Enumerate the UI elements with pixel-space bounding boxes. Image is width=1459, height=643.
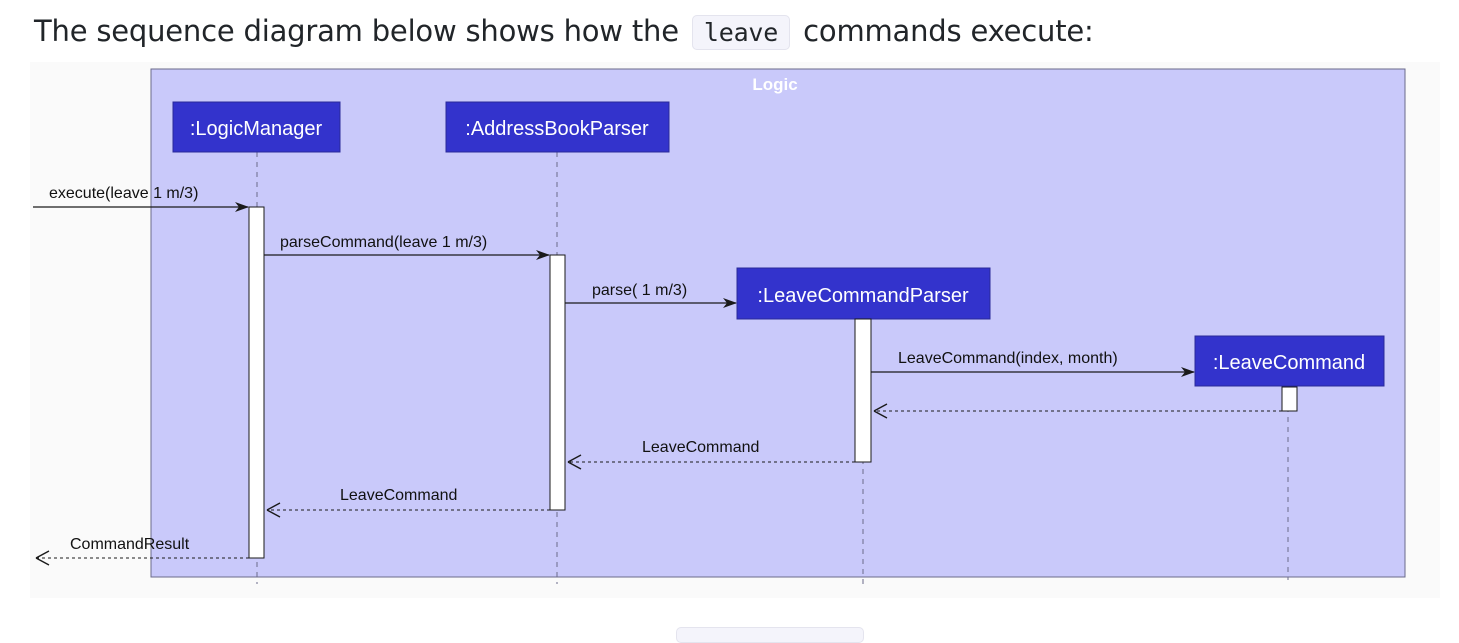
participant-leave-command-label: :LeaveCommand: [1213, 352, 1365, 374]
sequence-diagram: Logic :LogicManager :AddressBookParser :…: [30, 62, 1440, 598]
intro-text: The sequence diagram below shows how the…: [34, 14, 1094, 50]
sequence-diagram-svg: Logic :LogicManager :AddressBookParser :…: [33, 68, 1406, 586]
cropped-inline-code: [676, 627, 864, 643]
logic-frame: [150, 68, 1406, 578]
activation-address-book-parser: [549, 254, 566, 511]
message-command-result-label: CommandResult: [70, 536, 190, 553]
message-return-leave-command-1: LeaveCommand: [567, 439, 855, 470]
participant-leave-command-parser: :LeaveCommandParser: [736, 267, 991, 320]
message-return-leave-command-2-label: LeaveCommand: [340, 487, 457, 504]
message-parse-command: parseCommand(leave 1 m/3): [264, 234, 550, 260]
participant-address-book-parser: :AddressBookParser: [445, 101, 670, 153]
activation-logic-manager: [248, 206, 265, 559]
intro-after: commands execute:: [803, 14, 1094, 48]
message-leave-command-ctor-label: LeaveCommand(index, month): [898, 350, 1118, 367]
intro-before: The sequence diagram below shows how the: [34, 14, 679, 48]
message-parse: parse( 1 m/3): [565, 282, 737, 308]
message-execute-label: execute(leave 1 m/3): [49, 185, 198, 202]
activation-leave-command: [1281, 386, 1298, 412]
activation-leave-command-parser: [854, 318, 872, 463]
participant-leave-command: :LeaveCommand: [1194, 335, 1385, 387]
message-return-to-parser: [873, 403, 1282, 419]
message-return-leave-command-1-label: LeaveCommand: [642, 439, 759, 456]
message-parse-label: parse( 1 m/3): [592, 282, 687, 299]
frame-title: Logic: [752, 75, 797, 94]
inline-code-leave: leave: [691, 15, 791, 50]
message-command-result: CommandResult: [35, 536, 249, 566]
message-return-leave-command-2: LeaveCommand: [266, 487, 550, 518]
participant-logic-manager: :LogicManager: [172, 101, 341, 153]
message-leave-command-ctor: LeaveCommand(index, month): [871, 350, 1195, 377]
message-execute: execute(leave 1 m/3): [33, 185, 249, 212]
message-parse-command-label: parseCommand(leave 1 m/3): [280, 234, 487, 251]
participant-leave-command-parser-label: :LeaveCommandParser: [757, 285, 969, 307]
participant-logic-manager-label: :LogicManager: [190, 118, 323, 140]
participant-address-book-parser-label: :AddressBookParser: [465, 118, 649, 140]
